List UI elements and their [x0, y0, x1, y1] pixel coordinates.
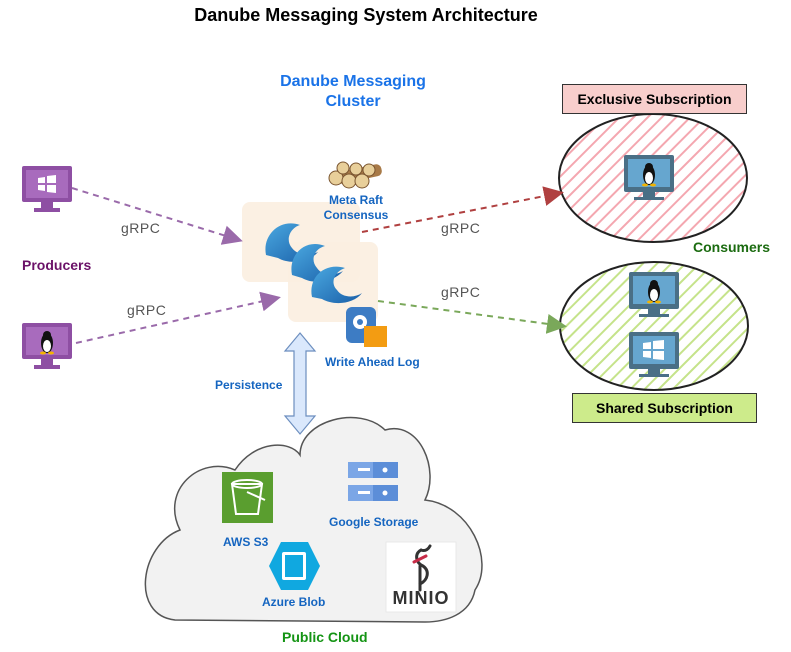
aws-s3-label: AWS S3	[223, 535, 269, 549]
cluster-title: Danube Messaging Cluster	[280, 73, 426, 110]
windows-consumer-icon-shared	[629, 332, 679, 377]
exclusive-subscription-box: Exclusive Subscription	[562, 84, 747, 114]
grpc-label-producer-top: gRPC	[121, 220, 161, 236]
linux-consumer-icon-exclusive	[624, 155, 674, 200]
persistence-arrow	[283, 332, 317, 435]
meta-raft-label: Meta Raft Consensus	[323, 193, 389, 222]
producers-label: Producers	[22, 257, 92, 273]
producer-arrow-top	[71, 187, 243, 245]
producer-arrow-bottom	[75, 291, 281, 344]
linux-producer-icon	[22, 323, 72, 369]
consumers-label: Consumers	[693, 239, 771, 255]
grpc-label-shared: gRPC	[441, 284, 481, 300]
linux-consumer-icon-shared	[629, 272, 679, 317]
grpc-label-producer-bottom: gRPC	[127, 302, 167, 318]
logs-icon	[328, 161, 382, 189]
azure-blob-label: Azure Blob	[262, 595, 326, 609]
shared-arrow	[377, 300, 567, 334]
write-ahead-log-label: Write Ahead Log	[325, 355, 420, 369]
aws-s3-icon	[222, 472, 273, 523]
minio-label: MINIO	[392, 588, 450, 608]
google-storage-label: Google Storage	[329, 515, 419, 529]
public-cloud-label: Public Cloud	[282, 629, 368, 645]
google-storage-icon	[348, 462, 398, 501]
azure-blob-icon	[269, 542, 320, 590]
minio-icon	[385, 541, 457, 613]
windows-producer-icon	[22, 166, 72, 212]
write-ahead-log-icon	[346, 307, 387, 347]
grpc-label-exclusive: gRPC	[441, 220, 481, 236]
diagram-title: Danube Messaging System Architecture	[194, 5, 538, 25]
shared-subscription-box: Shared Subscription	[572, 393, 757, 423]
exclusive-arrow	[361, 186, 564, 233]
wave-icon	[265, 223, 362, 304]
persistence-label: Persistence	[215, 378, 283, 392]
